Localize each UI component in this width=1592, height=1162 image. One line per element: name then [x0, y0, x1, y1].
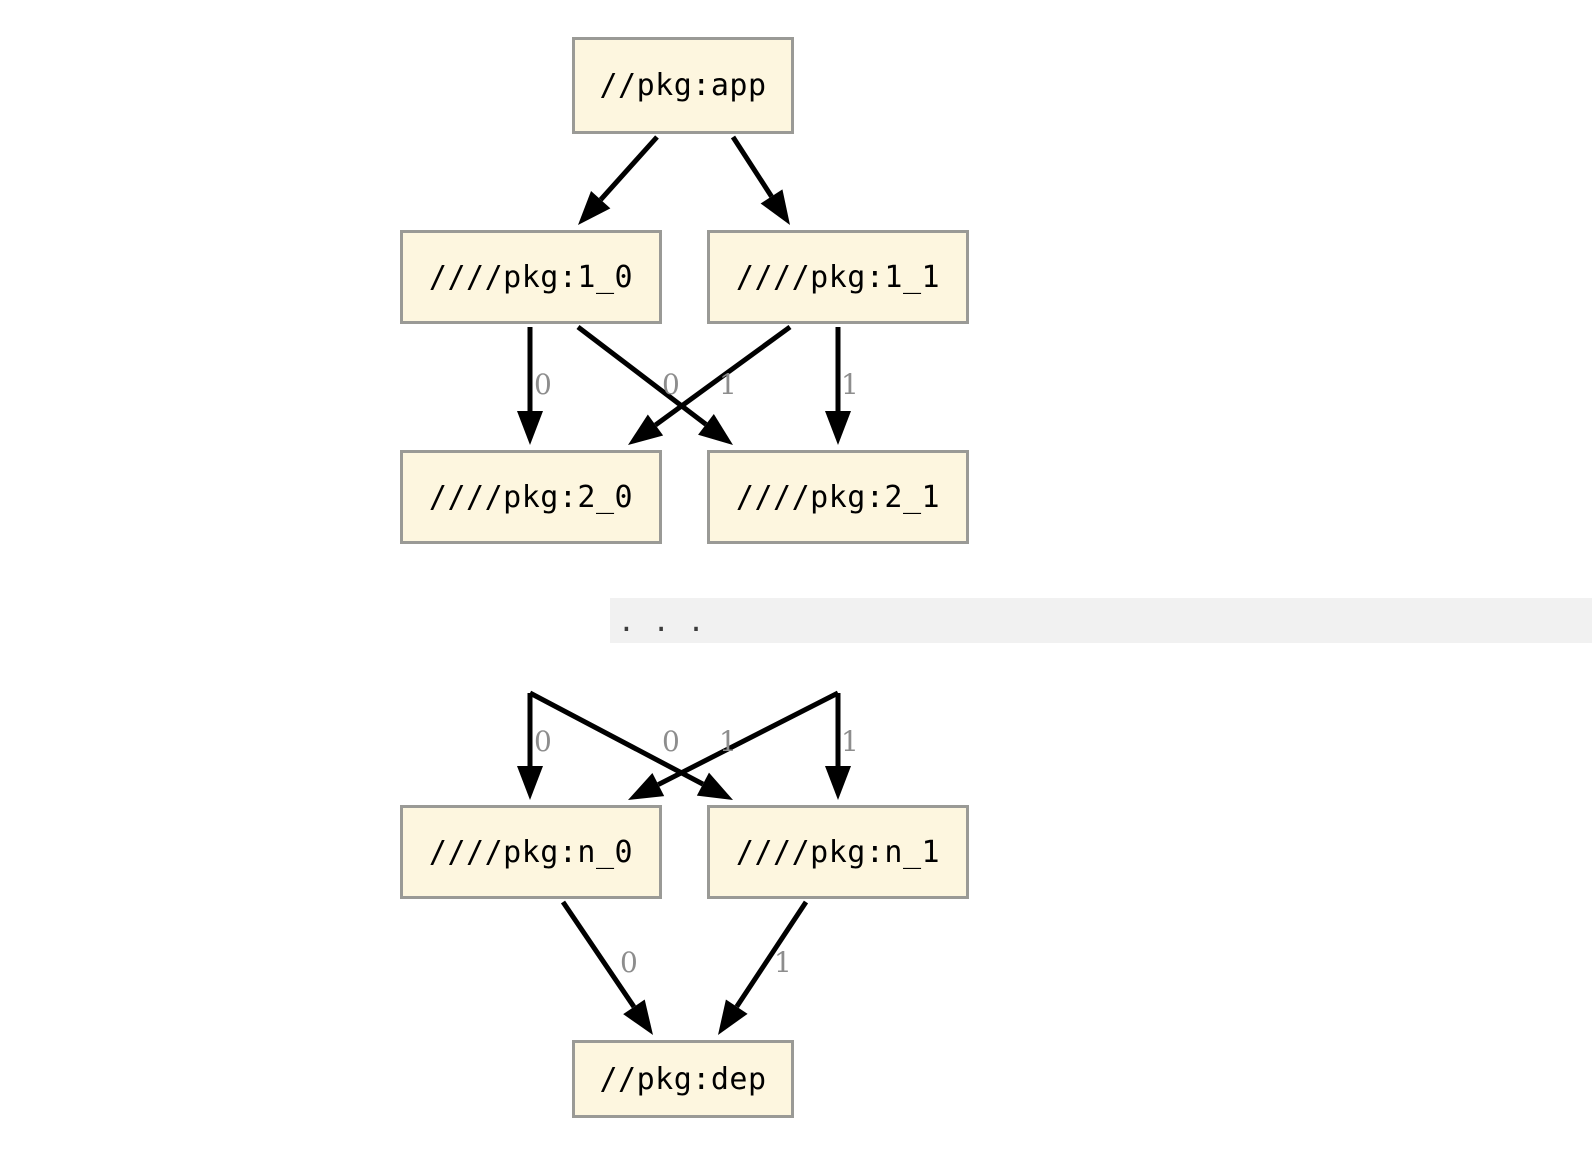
graph-node-dep[interactable]: //pkg:dep [572, 1040, 794, 1118]
graph-node-label: ////pkg:n_1 [735, 834, 941, 870]
graph-edge-label: 0 [662, 368, 680, 401]
graph-edge-n1_0-to-n2_1 [576, 325, 733, 445]
graph-node-n1_0[interactable]: ////pkg:1_0 [400, 230, 662, 324]
graph-edge-app-to-n1_0 [578, 135, 659, 225]
graph-node-label: ////pkg:1_1 [735, 259, 941, 295]
graph-node-nn_1[interactable]: ////pkg:n_1 [707, 805, 969, 899]
graph-edge-label: 1 [841, 368, 859, 401]
graph-edge-label: 1 [841, 725, 859, 758]
graph-edge-nn_1-to-dep [718, 900, 809, 1035]
graph-node-label: ////pkg:1_0 [428, 259, 634, 295]
graph-edge-app-to-n1_1 [730, 135, 790, 225]
graph-edge-nn_0-to-dep [560, 900, 653, 1035]
graph-node-n2_0[interactable]: ////pkg:2_0 [400, 450, 662, 544]
graph-edge-label: 1 [719, 725, 737, 758]
graph-node-n2_1[interactable]: ////pkg:2_1 [707, 450, 969, 544]
graph-node-app[interactable]: //pkg:app [572, 37, 794, 134]
ellipsis-dots: ... [621, 600, 726, 640]
graph-node-nn_0[interactable]: ////pkg:n_0 [400, 805, 662, 899]
graph-node-label: //pkg:app [599, 68, 767, 103]
graph-node-n1_1[interactable]: ////pkg:1_1 [707, 230, 969, 324]
graph-edge-label: 0 [534, 368, 552, 401]
graph-edge-src-to-nn_1 [528, 690, 733, 800]
graph-edge-label: 0 [620, 946, 638, 979]
graph-edge-label: 1 [774, 946, 792, 979]
ellipsis-band: ... [610, 598, 1592, 643]
graph-edge-label: 1 [719, 368, 737, 401]
graph-node-label: ////pkg:2_0 [428, 479, 634, 515]
graph-node-label: //pkg:dep [599, 1061, 767, 1097]
graph-node-label: ////pkg:n_0 [428, 834, 634, 870]
graph-edge-label: 0 [662, 725, 680, 758]
graph-edge-n1_1-to-n2_0 [628, 324, 792, 445]
graph-node-label: ////pkg:2_1 [735, 479, 941, 515]
graph-edge-label: 0 [534, 725, 552, 758]
